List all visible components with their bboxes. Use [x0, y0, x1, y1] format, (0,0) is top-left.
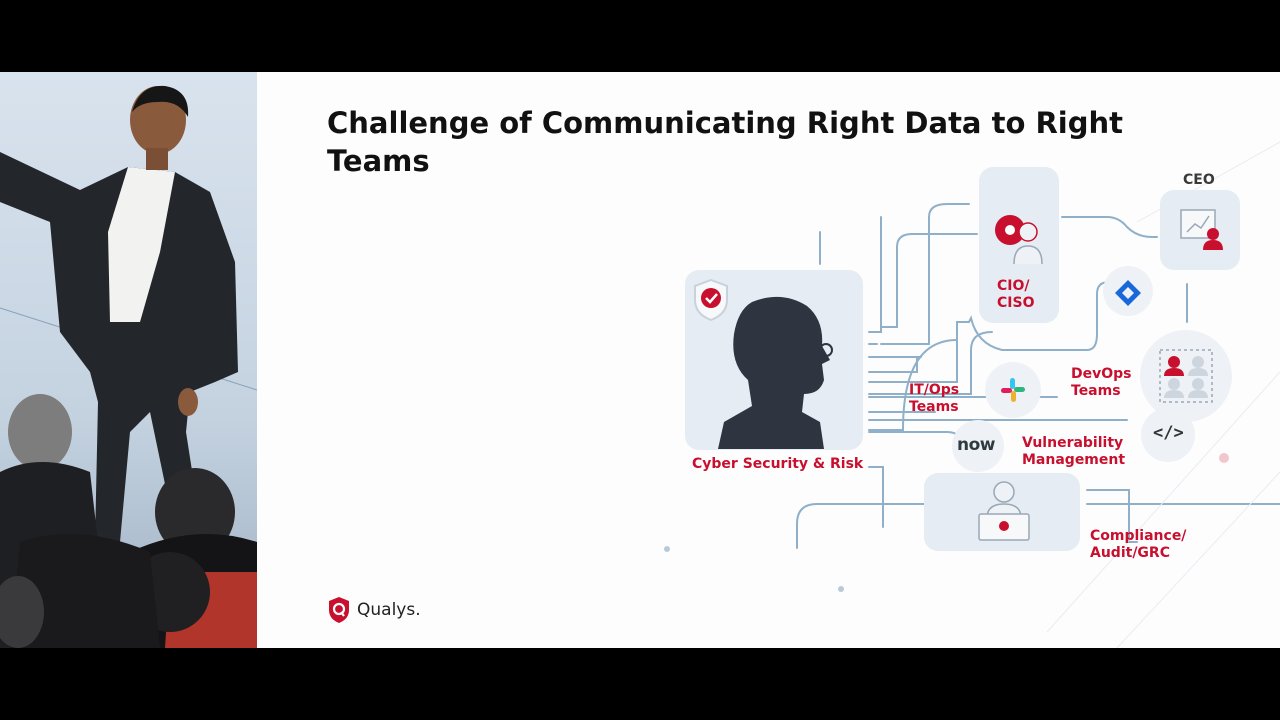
vuln-label-line1: Vulnerability — [1022, 435, 1124, 451]
slack-circle — [985, 362, 1041, 418]
slack-icon — [1001, 378, 1025, 402]
qualys-logo-text: Qualys. — [357, 600, 421, 620]
cyber-security-label: Cyber Security & Risk — [692, 456, 864, 472]
team-grid-icon — [1159, 349, 1213, 403]
presenter-scene — [0, 85, 257, 648]
slide-title: Challenge of Communicating Right Data to… — [327, 106, 1124, 178]
qualys-logo: Qualys. — [327, 596, 421, 624]
devops-circle — [1140, 330, 1232, 422]
cio-ciso-card — [979, 167, 1059, 323]
ceo-label: CEO — [1183, 172, 1215, 188]
devops-label-line1: DevOps — [1071, 366, 1132, 382]
letterbox-top — [0, 0, 1280, 72]
devops-label-line2: Teams — [1071, 383, 1121, 399]
code-icon: </> — [1153, 423, 1184, 443]
code-circle — [1141, 408, 1195, 462]
stage-camera-view — [0, 72, 257, 648]
person-silhouette-icon — [718, 296, 833, 449]
compliance-label-line2: Audit/GRC — [1090, 545, 1170, 561]
jira-icon — [1115, 280, 1141, 306]
shield-check-icon — [694, 278, 728, 322]
qualys-logo-icon — [329, 597, 349, 623]
video-frame: Challenge of Communicating Right Data to… — [0, 72, 1280, 648]
presentation-slide: Challenge of Communicating Right Data to… — [257, 72, 1280, 648]
letterbox-bottom — [0, 648, 1280, 720]
itops-label-line2: Teams — [909, 399, 959, 415]
cio-label-line1: CIO/ — [997, 278, 1030, 294]
vuln-label-line2: Management — [1022, 452, 1126, 468]
gear-person-icon — [995, 215, 1043, 265]
servicenow-icon: now — [957, 435, 996, 455]
cio-label-line2: CISO — [997, 295, 1035, 311]
chart-person-icon — [1180, 209, 1223, 250]
laptop-person-icon — [978, 481, 1030, 541]
servicenow-circle — [952, 420, 1004, 472]
itops-label-line1: IT/Ops — [909, 382, 960, 398]
compliance-label-line1: Compliance/ — [1090, 528, 1187, 544]
